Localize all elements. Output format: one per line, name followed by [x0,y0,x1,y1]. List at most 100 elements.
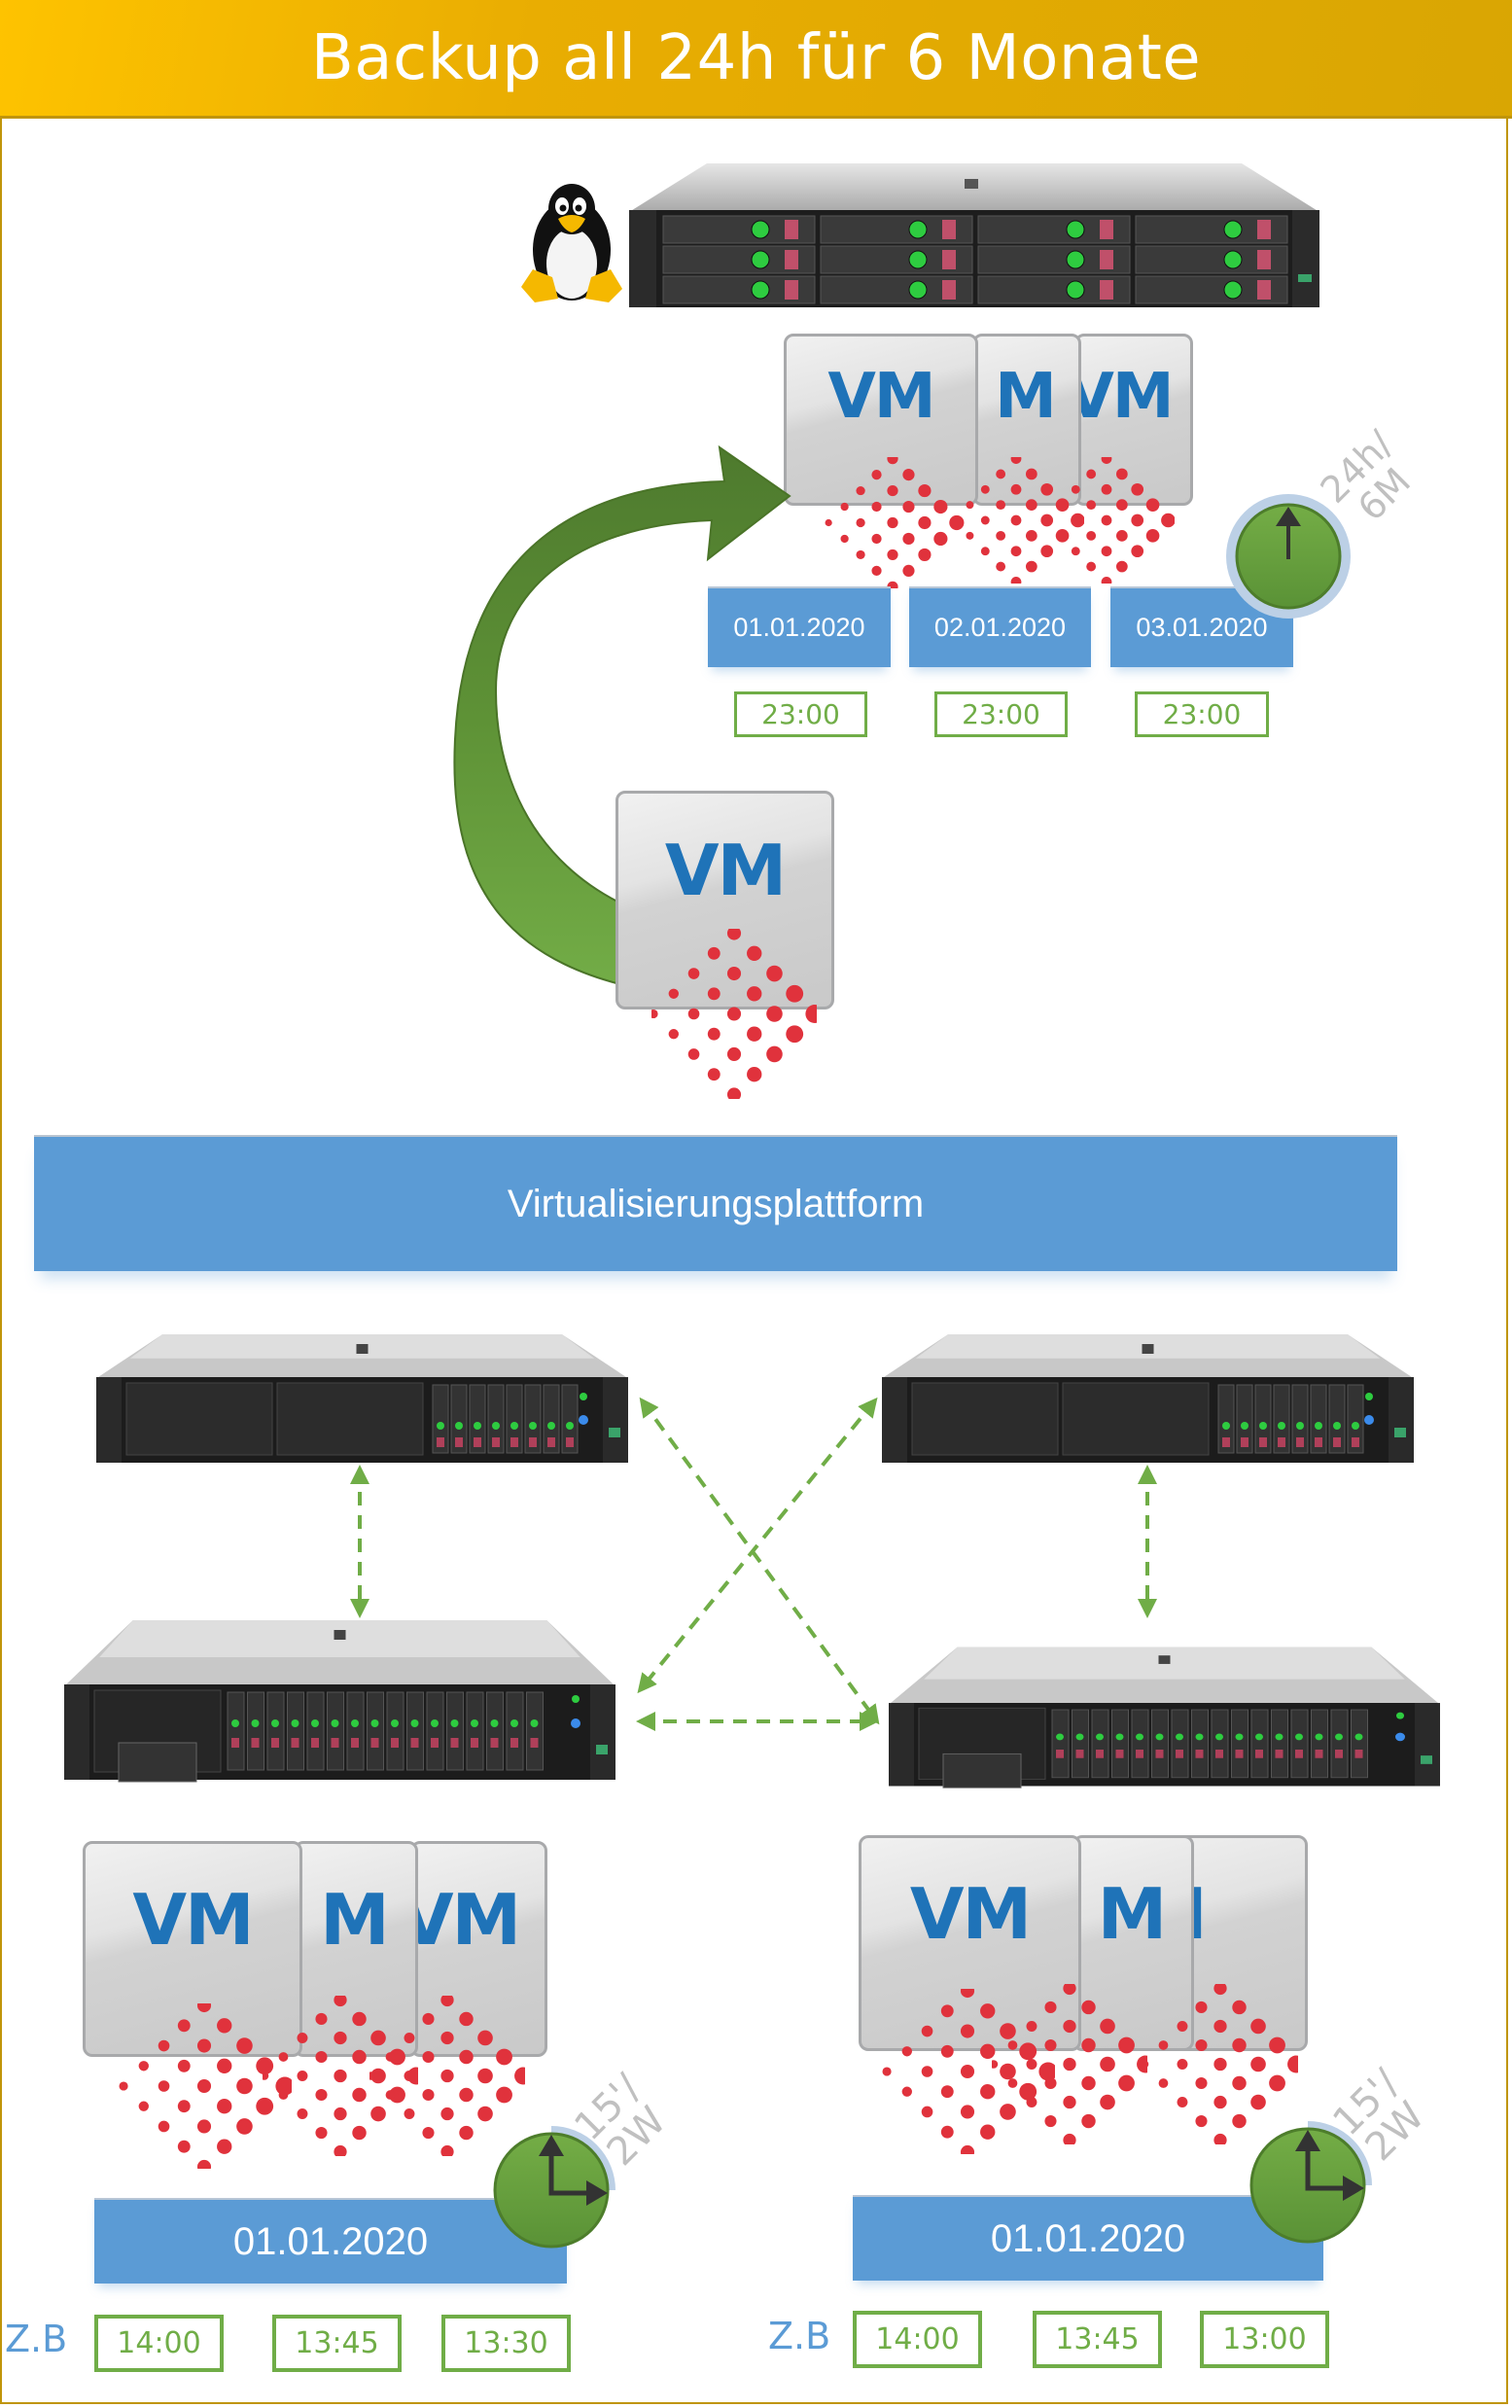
logo-dot [138,2101,149,2111]
logo-dot [1086,530,1097,541]
logo-dot [1010,514,1022,526]
drive-bay [1135,245,1288,274]
logo-dot [1044,2114,1057,2128]
logo-dot [352,2049,367,2065]
logo-dot [980,547,990,556]
source-vm-card: VM [615,791,834,1009]
vm-dots-icon [882,1989,1055,2154]
logo-dot [1063,2057,1076,2072]
logo-dot [370,2106,386,2122]
logo-dot [1086,561,1097,572]
logo-dot [921,2066,933,2077]
logo-dot [726,1007,742,1021]
logo-dot [1025,499,1037,512]
logo-dot [1071,547,1080,556]
logo-dot [1063,2133,1076,2144]
logo-dot [1010,483,1022,495]
logo-dot [440,1996,454,2007]
logo-dot [887,484,898,497]
logo-dot [1019,2082,1037,2101]
logo-dot [1177,2059,1188,2070]
logo-dot [1010,457,1022,464]
vm-snapshot-card: M [1072,1835,1194,2051]
logo-dot [687,968,700,979]
logo-dot [404,2033,415,2043]
logo-dot [726,1046,742,1062]
logo-dot [477,2068,493,2084]
logo-dot [1063,1984,1076,1996]
logo-dot [1232,2037,1247,2053]
logo-dot [1131,482,1144,496]
logo-dot [236,2037,253,2054]
logo-dot [352,2125,367,2141]
logo-dot [747,945,762,961]
logo-dot [275,2076,292,2096]
logo-dot [902,564,915,577]
logo-dot [1000,2063,1016,2080]
logo-dot [1081,2000,1096,2015]
vm-snapshot-card: VM [1074,334,1193,506]
dashed-double-arrow-icon [639,1397,880,1725]
logo-dot [882,2067,892,2076]
logo-dot [217,2139,232,2154]
logo-dot [1071,515,1080,525]
logo-dot [459,2125,474,2141]
drive-bay [1135,275,1288,304]
logo-dot [1026,2021,1037,2032]
logo-dot [786,984,804,1003]
logo-dot [496,2086,512,2104]
logo-dot [1007,2040,1018,2050]
logo-dot [389,2048,405,2066]
logo-dot [1145,529,1160,543]
logo-dot [422,2126,435,2140]
logo-dot [960,2105,975,2119]
vm-dots-icon [992,1984,1147,2144]
logo-dot [370,2030,386,2046]
logo-dot [1213,2133,1227,2144]
logo-dot [1086,469,1097,479]
logo-dot [980,2124,996,2140]
logo-dot [871,565,882,576]
rack-server-top-right [882,1334,1414,1463]
logo-dot [256,2057,274,2075]
logo-dot [940,2044,954,2058]
platform-label: Virtualisierungsplattform [507,1182,925,1225]
logo-dot [1010,546,1022,557]
logo-dot [1007,2078,1018,2088]
logo-dot [1000,2023,1016,2039]
logo-dot [217,2058,232,2073]
logo-dot [1158,2040,1169,2050]
logo-dot [1101,577,1112,584]
snapshot-date: 01.01.2020 [708,586,891,667]
local-snapshot-time: 14:00 [94,2315,224,2372]
logo-dot [158,2080,170,2092]
logo-dot [196,2003,212,2013]
vm-dots-icon [1041,457,1175,584]
logo-dot [1040,482,1054,496]
logo-dot [1158,2078,1169,2088]
logo-dot [1040,545,1054,558]
logo-dot [766,1006,783,1022]
logo-dot [422,2012,435,2026]
vm-snapshot-card: M [972,334,1081,506]
logo-dot [1100,2094,1115,2110]
logo-dot [996,469,1006,479]
logo-dot [315,2088,328,2102]
logo-dot [334,2107,347,2121]
logo-dot [352,2087,367,2103]
logo-dot [1177,2021,1188,2032]
logo-dot [980,2043,996,2059]
logo-dot [726,929,742,940]
logo-dot [217,2018,232,2034]
logo-dot [856,549,865,560]
local-snapshot-time: 13:00 [1200,2311,1329,2368]
logo-dot [933,531,948,547]
logo-dot [1131,513,1144,527]
logo-dot [236,2077,253,2095]
logo-dot [1195,2001,1208,2014]
logo-dot [856,485,865,496]
clock-icon [1249,2121,1372,2244]
logo-dot [1213,2019,1227,2034]
drive-bay [820,245,973,274]
snapshot-time: 23:00 [934,691,1068,737]
